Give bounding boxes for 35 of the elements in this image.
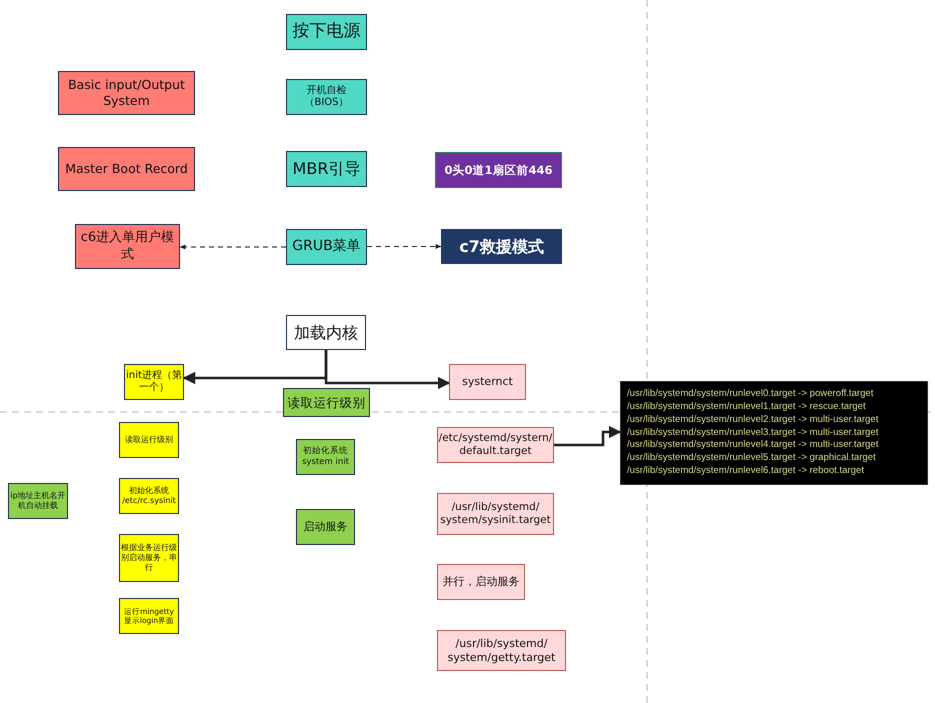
terminal-line: /usr/lib/systemd/system/runlevel3.target -> multi-user.target bbox=[627, 426, 878, 440]
process-box: 开机自检（BIOS） bbox=[286, 79, 367, 115]
step-box: 并行，启动服务 bbox=[437, 564, 525, 600]
step-box: 初始化系统 /etc/rc.sysinit bbox=[119, 478, 179, 514]
process-box: 初始化系统 system init bbox=[296, 439, 355, 475]
terminal-line: /usr/lib/systemd/system/runlevel0.target -> poweroff.target bbox=[627, 388, 874, 401]
dashed-arrow bbox=[179, 244, 286, 250]
term-box: Master Boot Record bbox=[58, 147, 195, 191]
file-box: /usr/lib/systemd/ system/sysinit.target bbox=[437, 493, 554, 535]
terminal-line: /usr/lib/systemd/system/runlevel4.target -> multi-user.target bbox=[627, 439, 878, 452]
process-box: MBR引导 bbox=[286, 151, 367, 187]
terminal-output bbox=[620, 381, 928, 485]
process-box: GRUB菜单 bbox=[286, 229, 367, 265]
mode-box: c6进入单用户模式 bbox=[75, 224, 180, 269]
mode-box: c7救援模式 bbox=[441, 229, 562, 264]
terminal-line: /usr/lib/systemd/system/runlevel6.target -> reboot.target bbox=[627, 465, 864, 478]
step-box: 根据业务运行级别启动服务，串行 bbox=[119, 534, 179, 582]
term-box: Basic input/Output System bbox=[58, 71, 195, 115]
process-box: 按下电源 bbox=[286, 14, 367, 50]
file-box: /usr/lib/systemd/ system/getty.target bbox=[437, 630, 566, 671]
note-box: 0头0道1扇区前446 bbox=[435, 152, 562, 188]
process-box: systernct bbox=[449, 364, 526, 400]
file-box: /etc/systemd/systern/ default.target bbox=[437, 427, 554, 463]
step-box: 读取运行级别 bbox=[119, 422, 179, 458]
note-box: ip地址主机名开机自动挂载 bbox=[8, 483, 68, 519]
terminal-line: /usr/lib/systemd/system/runlevel1.target -> rescue.target bbox=[627, 400, 866, 414]
arrow bbox=[324, 350, 450, 390]
process-box: 启动服务 bbox=[296, 509, 355, 545]
process-box: 读取运行级别 bbox=[283, 388, 370, 417]
process-box: 加载内核 bbox=[286, 315, 366, 350]
process-box: init进程（第一个） bbox=[124, 364, 184, 400]
dashed-arrow bbox=[366, 244, 442, 249]
terminal-line: /usr/lib/systemd/system/runlevel5.target -> graphical.target bbox=[627, 452, 876, 466]
arrow bbox=[554, 426, 622, 446]
terminal-line: /usr/lib/systemd/system/runlevel2.target -> multi-user.target bbox=[627, 414, 878, 427]
